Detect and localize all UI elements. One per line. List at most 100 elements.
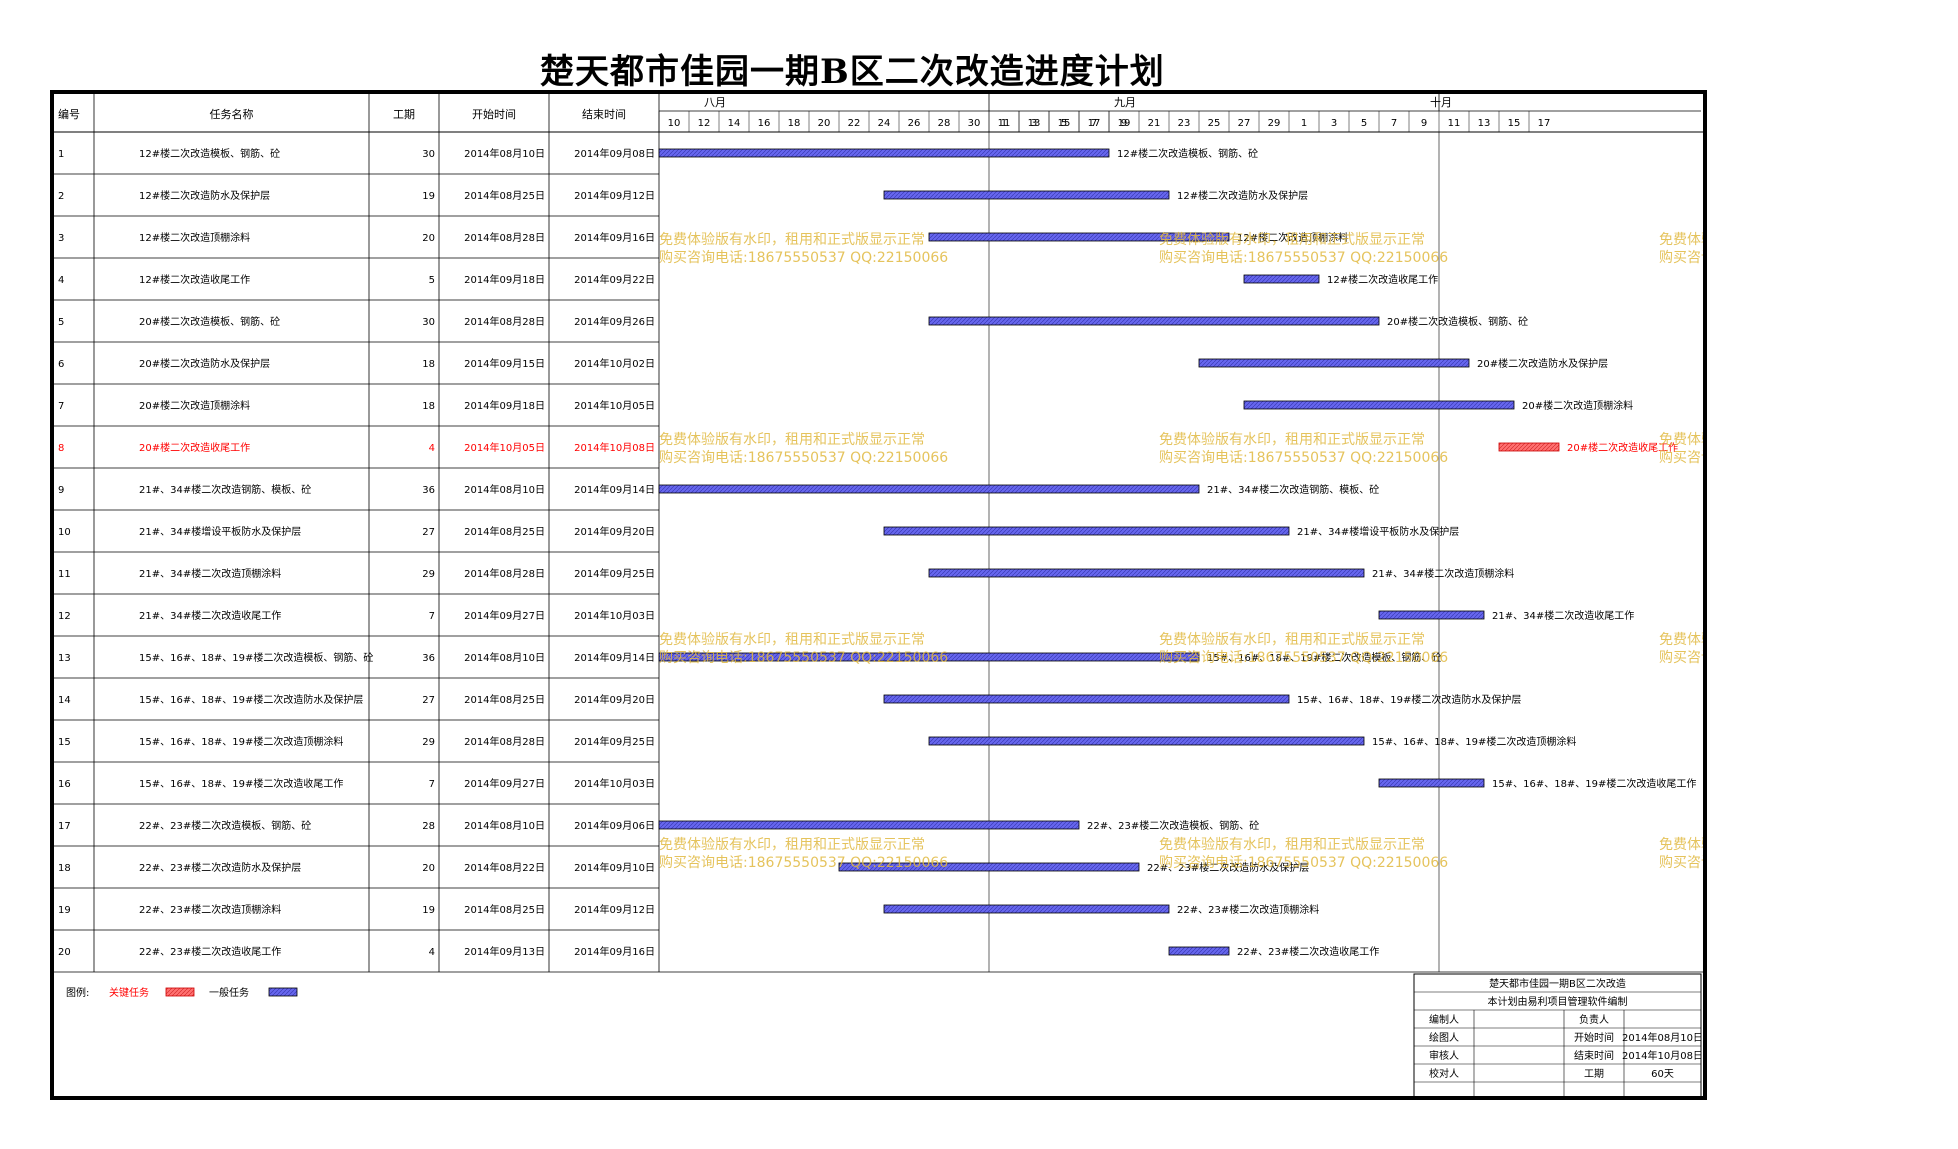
watermark-text: 购买咨询电话:18675550537 QQ:22150066 — [1159, 450, 1448, 466]
task-bar-label: 21#、34#楼二次改造收尾工作 — [1492, 609, 1634, 622]
row-end: 2014年09月12日 — [574, 189, 655, 202]
row-task-name: 12#楼二次改造防水及保护层 — [139, 189, 270, 202]
day-tick-label: 29 — [1268, 118, 1281, 129]
watermark-text: 免费体验版有水印，租用和正式版显示正常 — [1159, 837, 1425, 853]
row-end: 2014年09月20日 — [574, 693, 655, 706]
watermark-text: 免费体验版有水印，租用和正式版显示正常 — [659, 632, 925, 648]
row-duration: 28 — [422, 821, 435, 832]
row-end: 2014年09月25日 — [574, 735, 655, 748]
month-label: 十月 — [1430, 95, 1452, 109]
info-label: 结束时间 — [1574, 1049, 1614, 1062]
day-tick-label: 1 — [1301, 118, 1307, 129]
task-bar — [1378, 610, 1485, 620]
row-start: 2014年08月25日 — [464, 189, 545, 202]
task-bar-label: 22#、23#楼二次改造顶棚涂料 — [1177, 903, 1319, 916]
watermark-text: 免费体验版有水印，租用和正式版显示正常 — [1659, 632, 1703, 648]
info-label: 绘图人 — [1429, 1031, 1459, 1044]
row-end: 2014年09月14日 — [574, 651, 655, 664]
row-start: 2014年08月10日 — [464, 147, 545, 160]
task-bar — [1243, 274, 1320, 284]
watermark-text: 免费体验版有水印，租用和正式版显示正常 — [659, 232, 925, 248]
row-end: 2014年09月25日 — [574, 567, 655, 580]
task-bar-label: 15#、16#、18#、19#楼二次改造顶棚涂料 — [1372, 735, 1576, 748]
row-duration: 18 — [422, 401, 435, 412]
day-tick-label: 11 — [1448, 118, 1461, 129]
row-id: 4 — [58, 275, 64, 286]
watermark-text: 购买咨询电话:18675550537 QQ:22150066 — [659, 250, 948, 266]
row-id: 18 — [58, 863, 71, 874]
row-start: 2014年08月28日 — [464, 567, 545, 580]
legend-label: 图例: — [66, 986, 89, 999]
info-project: 楚天都市佳园一期B区二次改造 — [1489, 977, 1626, 990]
row-id: 2 — [58, 191, 64, 202]
task-bar-label: 15#、16#、18#、19#楼二次改造防水及保护层 — [1297, 693, 1521, 706]
row-id: 10 — [58, 527, 71, 538]
row-end: 2014年09月08日 — [574, 147, 655, 160]
day-tick-label: 9 — [1421, 118, 1427, 129]
task-bar-label: 21#、34#楼增设平板防水及保护层 — [1297, 525, 1459, 538]
watermark-text: 购买咨询电话:18675550537 QQ:22150066 — [659, 650, 948, 666]
row-task-name: 15#、16#、18#、19#楼二次改造模板、钢筋、砼 — [139, 651, 373, 664]
watermark-text: 免费体验版有水印，租用和正式版显示正常 — [1159, 632, 1425, 648]
row-duration: 7 — [429, 779, 435, 790]
row-task-name: 20#楼二次改造模板、钢筋、砼 — [139, 315, 280, 328]
watermark-text: 购买咨询电话:18675550537 QQ:22150066 — [1159, 250, 1448, 266]
task-bar — [1168, 946, 1230, 956]
row-id: 12 — [58, 611, 71, 622]
watermark-text: 购买咨询电话:18675550537 QQ:22150066 — [1659, 450, 1703, 466]
watermark-text: 免费体验版有水印，租用和正式版显示正常 — [1159, 432, 1425, 448]
task-bar — [883, 190, 1170, 200]
month-label: 九月 — [1114, 96, 1136, 109]
row-start: 2014年08月25日 — [464, 693, 545, 706]
row-end: 2014年09月26日 — [574, 315, 655, 328]
header-start: 开始时间 — [472, 107, 516, 121]
task-bar-label: 12#楼二次改造顶棚涂料 — [1237, 231, 1348, 244]
row-start: 2014年09月18日 — [464, 273, 545, 286]
day-tick-label: 18 — [788, 118, 801, 129]
legend-critical-text: 关键任务 — [109, 986, 149, 999]
task-bar-label: 15#、16#、18#、19#楼二次改造收尾工作 — [1492, 777, 1696, 790]
row-end: 2014年09月06日 — [574, 819, 655, 832]
watermark-text: 购买咨询电话:18675550537 QQ:22150066 — [659, 855, 948, 871]
row-task-name: 12#楼二次改造收尾工作 — [139, 273, 250, 286]
task-bar — [658, 652, 1200, 662]
legend-normal-swatch — [268, 987, 298, 997]
row-task-name: 15#、16#、18#、19#楼二次改造防水及保护层 — [139, 693, 363, 706]
task-bar-label: 12#楼二次改造模板、钢筋、砼 — [1117, 147, 1258, 160]
row-task-name: 20#楼二次改造防水及保护层 — [139, 357, 270, 370]
row-end: 2014年10月05日 — [574, 399, 655, 412]
day-tick-label: 5 — [1061, 118, 1067, 129]
row-id: 19 — [58, 905, 71, 916]
row-id: 9 — [58, 485, 64, 496]
day-tick-label: 28 — [938, 118, 951, 129]
header-id: 编号 — [58, 107, 80, 121]
row-id: 17 — [58, 821, 71, 832]
row-duration: 7 — [429, 611, 435, 622]
watermark-text: 免费体验版有水印，租用和正式版显示正常 — [659, 432, 925, 448]
legend-normal-text: 一般任务 — [209, 986, 249, 999]
legend-critical-swatch — [165, 987, 195, 997]
task-bar — [658, 484, 1200, 494]
row-task-name: 22#、23#楼二次改造防水及保护层 — [139, 861, 301, 874]
day-tick-label: 26 — [908, 118, 921, 129]
row-start: 2014年09月13日 — [464, 945, 545, 958]
day-tick-label: 14 — [728, 118, 741, 129]
row-duration: 19 — [422, 191, 435, 202]
task-bar — [1378, 778, 1485, 788]
task-bar-label: 20#楼二次改造顶棚涂料 — [1522, 399, 1633, 412]
row-end: 2014年10月03日 — [574, 609, 655, 622]
row-duration: 27 — [422, 527, 435, 538]
row-id: 6 — [58, 359, 64, 370]
row-duration: 29 — [422, 569, 435, 580]
task-bar-label: 12#楼二次改造收尾工作 — [1327, 273, 1438, 286]
watermark-text: 购买咨询电话:18675550537 QQ:22150066 — [659, 450, 948, 466]
day-tick-label: 12 — [698, 118, 711, 129]
day-tick-label: 13 — [1478, 118, 1491, 129]
row-id: 20 — [58, 947, 71, 958]
row-end: 2014年09月20日 — [574, 525, 655, 538]
info-value: 60天 — [1651, 1069, 1674, 1080]
day-tick-label: 17 — [1088, 118, 1101, 129]
info-label: 审核人 — [1429, 1049, 1459, 1062]
task-bar-label: 22#、23#楼二次改造模板、钢筋、砼 — [1087, 819, 1259, 832]
